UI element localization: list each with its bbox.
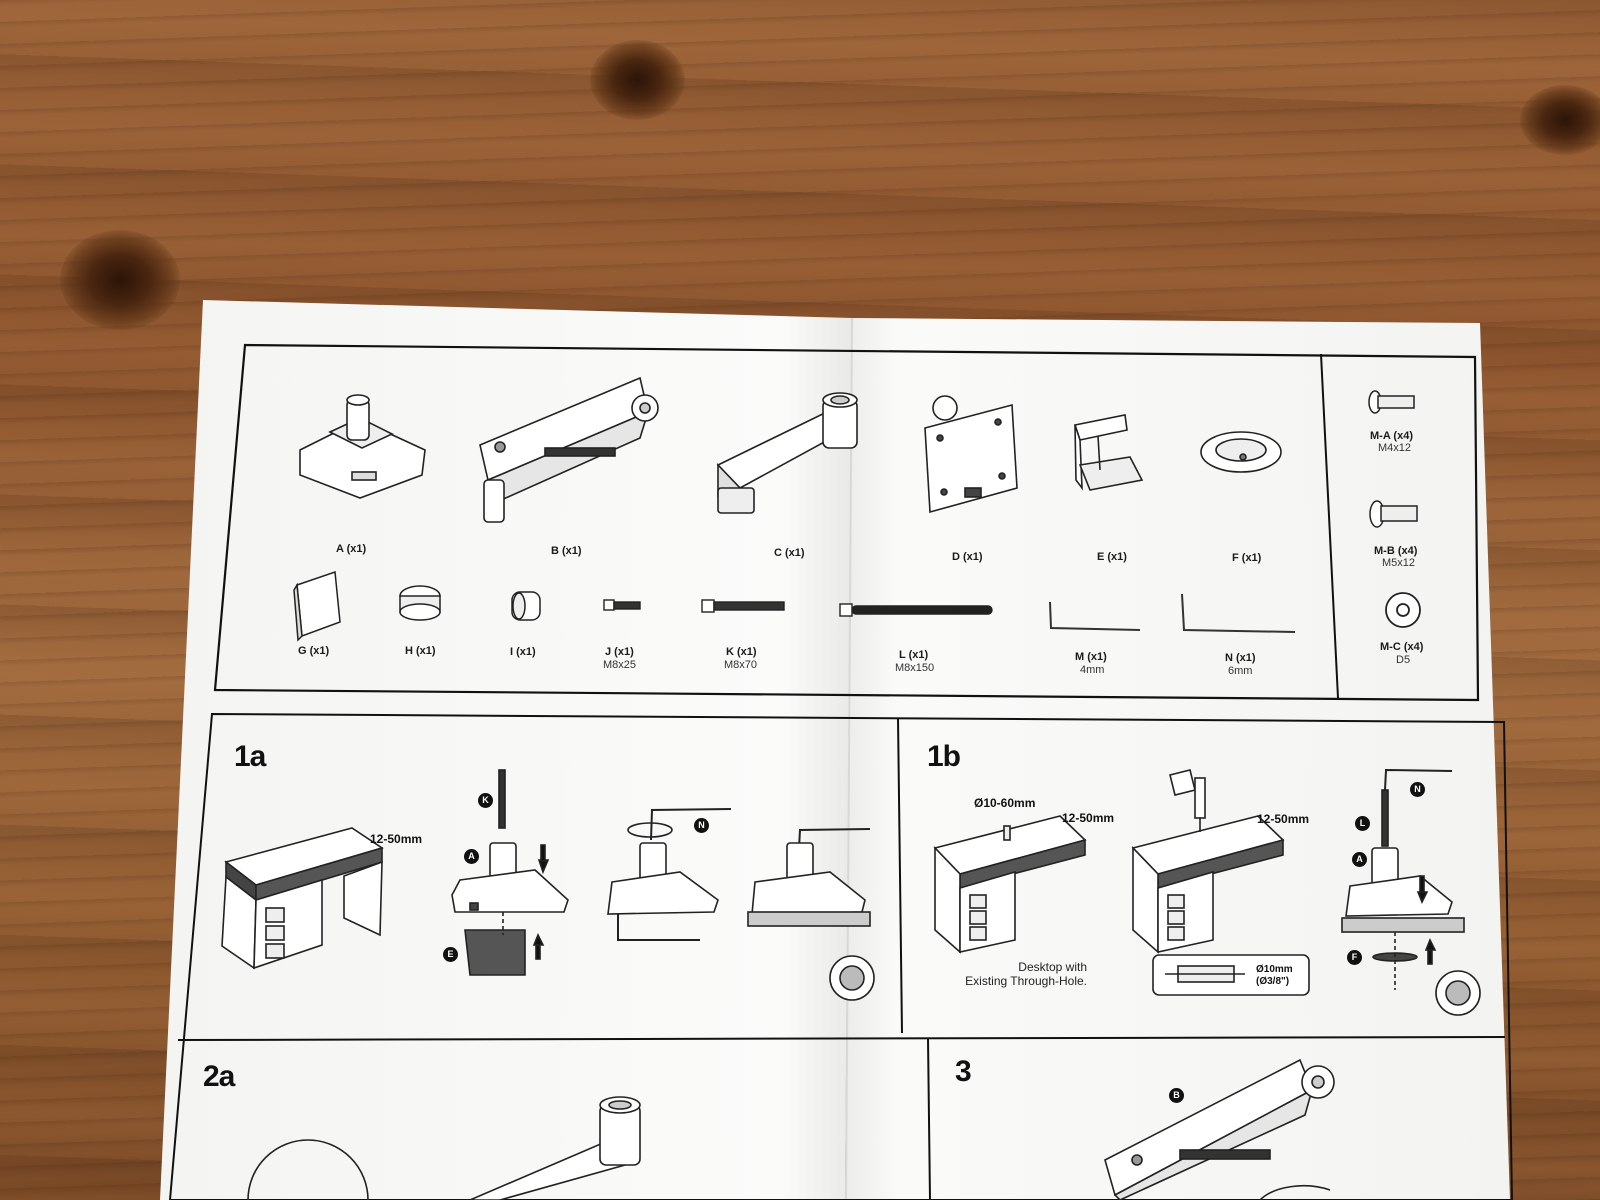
step-1b-note-line2: Existing Through-Hole.	[965, 974, 1087, 988]
step-1b-badge-n: N	[1410, 782, 1425, 797]
part-mb-spec: M5x12	[1382, 557, 1416, 569]
part-n-drawing	[1181, 593, 1296, 633]
step-3-drawing	[1104, 1058, 1335, 1200]
part-g-label: G (x1)	[298, 645, 330, 657]
steps-frame	[168, 712, 1514, 1200]
step-2a-drawing	[247, 1096, 641, 1200]
part-mc-spec: D5	[1396, 654, 1411, 666]
parts-frame	[213, 343, 1480, 702]
sheet-fold	[845, 317, 853, 1200]
part-b-drawing	[479, 376, 659, 523]
part-g-drawing	[293, 570, 341, 642]
step-1b-note: Desktop with Existing Through-Hole.	[955, 960, 1087, 988]
part-k-label: K (x1)	[726, 646, 757, 658]
part-mc-drawing	[1385, 592, 1421, 628]
step-1a-thickness: 12-50mm	[370, 832, 423, 846]
part-mb-drawing	[1369, 500, 1418, 528]
part-f-drawing	[1200, 431, 1282, 473]
step-1a-title: 1a	[234, 740, 266, 773]
step-1b-installed	[1341, 768, 1481, 1016]
step-1a-tighten	[607, 808, 732, 941]
parts-divider	[1320, 353, 1339, 699]
step-1a-badge-a: A	[464, 849, 479, 864]
part-b-label: B (x1)	[551, 545, 582, 557]
part-l-label: L (x1)	[899, 649, 929, 661]
step-1b-thickness-1: 12-50mm	[1062, 811, 1115, 825]
part-n-label: N (x1)	[1225, 652, 1256, 664]
step-3-title: 3	[955, 1055, 972, 1088]
step-1a-desk	[221, 827, 384, 970]
part-d-label: D (x1)	[952, 551, 983, 563]
step-1b-thickness-2: 12-50mm	[1257, 812, 1310, 826]
part-j-drawing	[603, 599, 641, 611]
step-1b-badge-f: F	[1347, 950, 1362, 965]
step-1b-title: 1b	[927, 740, 961, 773]
sheet-left-half	[160, 300, 852, 1200]
part-c-drawing	[716, 392, 858, 514]
part-l-drawing	[839, 603, 993, 617]
wood-knot	[60, 230, 180, 330]
part-m-spec: 4mm	[1080, 664, 1105, 676]
part-d-drawing	[924, 395, 1018, 514]
step-1b-hole-size: Ø10-60mm	[974, 796, 1036, 810]
part-h-drawing	[399, 585, 441, 621]
part-e-drawing	[1073, 414, 1144, 491]
step-1b-badge-l: L	[1355, 816, 1370, 831]
steps-vertical-divider-bottom	[927, 1037, 931, 1200]
part-ma-spec: M4x12	[1378, 442, 1412, 454]
part-n-spec: 6mm	[1228, 665, 1253, 677]
part-i-label: I (x1)	[510, 646, 536, 658]
step-1b-desk-hole	[933, 815, 1087, 954]
part-k-spec: M8x70	[724, 659, 758, 671]
part-e-label: E (x1)	[1097, 551, 1127, 563]
step-1b-desk-drill	[1131, 769, 1310, 996]
wood-knot	[1520, 85, 1600, 155]
step-1a-clamp-assembly	[451, 769, 569, 976]
step-3-badge-b: B	[1169, 1088, 1184, 1103]
step-1a-badge-e: E	[443, 947, 458, 962]
sheet-right-half	[845, 318, 1510, 1200]
part-a-drawing	[299, 394, 426, 499]
step-1b-drill-size: Ø10mm	[1256, 964, 1293, 975]
wood-knot	[590, 40, 685, 120]
part-l-spec: M8x150	[895, 662, 935, 674]
part-a-label: A (x1)	[336, 543, 367, 555]
part-m-drawing	[1049, 601, 1141, 631]
step-1b-drill-size-imperial: (Ø3/8")	[1256, 976, 1290, 987]
part-m-label: M (x1)	[1075, 651, 1107, 663]
part-j-label: J (x1)	[605, 646, 634, 658]
part-ma-label: M-A (x4)	[1370, 430, 1413, 442]
part-i-drawing	[511, 591, 541, 621]
step-1a-badge-k: K	[478, 793, 493, 808]
step-1a-installed	[747, 828, 875, 1001]
step-2a-title: 2a	[203, 1060, 235, 1093]
part-ma-drawing	[1368, 390, 1415, 414]
part-k-drawing	[701, 599, 785, 613]
part-j-spec: M8x25	[603, 659, 637, 671]
part-h-label: H (x1)	[405, 645, 436, 657]
part-mc-label: M-C (x4)	[1380, 641, 1424, 653]
part-mb-label: M-B (x4)	[1374, 545, 1418, 557]
step-1b-badge-a: A	[1352, 852, 1367, 867]
step-1a-badge-n: N	[694, 818, 709, 833]
part-c-label: C (x1)	[774, 547, 805, 559]
steps-horizontal-divider	[177, 1036, 1506, 1041]
step-1b-note-line1: Desktop with	[1018, 960, 1087, 974]
part-f-label: F (x1)	[1232, 552, 1262, 564]
steps-vertical-divider-top	[897, 717, 903, 1034]
